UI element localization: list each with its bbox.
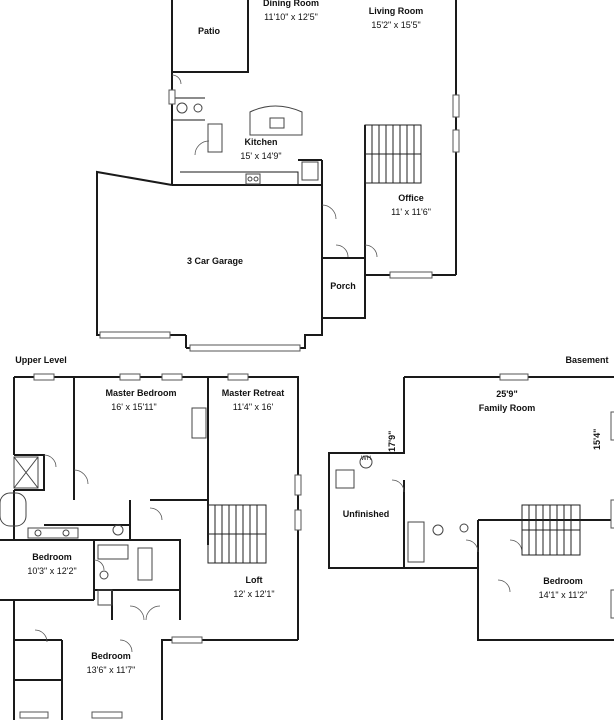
water-heater-label: WH [361,456,371,462]
kitchen-dims: 15' x 14'9" [240,151,282,161]
office-dims: 11' x 11'6" [391,207,431,217]
garage-name: 3 Car Garage [186,256,244,266]
patio-name: Patio [197,26,221,36]
dining-room-dims: 11'10" x 12'5" [264,12,318,22]
upper-level-fixtures [0,407,207,653]
basement-dim-right: 15'4" [592,428,602,450]
basement-title: Basement [565,355,609,365]
basement-dim-left: 17'9" [387,430,397,452]
bedroom-bottom-dims: 13'6" x 11'7" [86,665,136,675]
dining-room-name: Dining Room [263,0,319,8]
living-room-dims: 15'2" x 15'5" [371,20,421,30]
bedroom-left-name: Bedroom [32,552,72,562]
bedroom-basement-name: Bedroom [543,576,583,586]
bedroom-left-dims: 10'3" x 12'2" [27,566,77,576]
family-room-name: Family Room [478,403,536,413]
loft-dims: 12' x 12'1" [233,589,275,599]
main-level-stairs [364,124,422,184]
living-room-name: Living Room [368,6,424,16]
loft-name: Loft [245,575,263,585]
main-level-fixtures [171,74,378,258]
unfinished-name: Unfinished [342,509,390,519]
basement-windows [499,373,614,619]
upper-level-stairs [207,504,267,564]
basement-fixtures [335,455,523,593]
main-level-walls [96,0,457,349]
bedroom-basement-dims: 14'1" x 11'2" [538,590,588,600]
basement-stairs [521,504,581,556]
master-bedroom-dims: 16' x 15'11" [111,402,157,412]
office-name: Office [398,193,424,203]
upper-level-windows [19,373,302,719]
main-level-windows [99,89,460,352]
porch-name: Porch [330,281,356,291]
kitchen-name: Kitchen [244,137,278,147]
master-retreat-name: Master Retreat [221,388,285,398]
master-bedroom-name: Master Bedroom [105,388,177,398]
bedroom-bottom-name: Bedroom [91,651,131,661]
upper-level-title: Upper Level [15,355,67,365]
family-room-dims: 25'9" [496,389,518,399]
master-retreat-dims: 11'4" x 16' [232,402,274,412]
